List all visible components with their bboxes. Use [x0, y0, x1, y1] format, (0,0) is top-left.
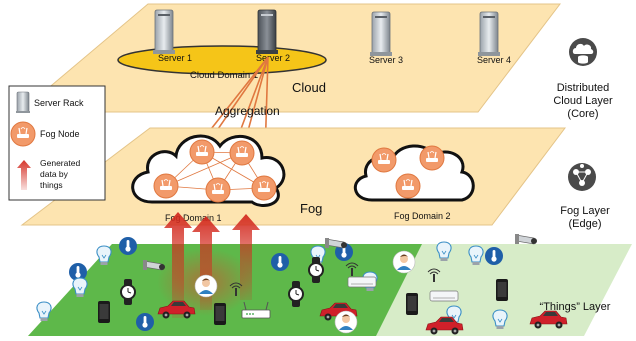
cloud-layer-label: Cloud: [292, 80, 326, 95]
fog-domain-1-label: Fog Domain 1: [165, 213, 222, 223]
person-icon: [334, 310, 358, 334]
fog-node-icon: [10, 121, 36, 147]
fog-node-icon: [419, 145, 445, 171]
fog-domain-2-label: Fog Domain 2: [394, 211, 451, 221]
red-arrow-icon: [192, 216, 220, 310]
server-rack-icon: [255, 9, 279, 55]
server-rack-icon: [16, 91, 30, 113]
air-conditioner-icon: [347, 276, 377, 288]
server-1-label: Server 1: [158, 53, 192, 63]
server-3-label: Server 3: [369, 55, 403, 65]
red-arrow-icon: [17, 160, 31, 190]
fog-network-icon: [568, 163, 596, 191]
cloud-domain-1-label: Cloud Domain 1: [190, 70, 258, 81]
fog-node-icon: [395, 173, 421, 199]
server-4-label: Server 4: [477, 55, 511, 65]
server-rack-icon: [152, 9, 176, 55]
server-rack-icon: [369, 11, 393, 57]
thermometer-icon: [136, 313, 154, 331]
smartphone-icon: [406, 293, 418, 315]
side-cloud-label-line2: Cloud Layer: [553, 95, 613, 107]
person-icon: [194, 274, 218, 298]
legend-fog-node-label: Fog Node: [40, 129, 80, 139]
server-2-label: Server 2: [256, 53, 290, 63]
side-fog-label-line2: (Edge): [568, 218, 601, 230]
legend-generated-line3: things: [40, 180, 63, 190]
smartphone-icon: [214, 303, 226, 325]
smartphone-icon: [98, 301, 110, 323]
fog-node-icon: [251, 175, 277, 201]
fog-node-icon: [371, 147, 397, 173]
fog-layer-label: Fog: [300, 201, 322, 216]
camera-icon: [514, 233, 538, 245]
legend-generated-line1: Generated: [40, 158, 80, 168]
thermometer-icon: [271, 253, 289, 271]
side-cloud-label-line3: (Core): [567, 108, 598, 120]
fog-node-icon: [205, 177, 231, 203]
side-cloud-label-line1: Distributed: [557, 82, 610, 94]
aggregation-label: Aggregation: [215, 104, 280, 118]
legend-server-rack-label: Server Rack: [34, 98, 84, 108]
person-icon: [392, 250, 416, 274]
side-things-label: “Things” Layer: [540, 301, 611, 313]
fog-node-icon: [153, 173, 179, 199]
fog-node-icon: [229, 140, 255, 166]
camera-icon: [324, 237, 348, 249]
red-arrow-icon: [232, 214, 260, 300]
cloud-database-icon: [569, 38, 597, 66]
air-conditioner-icon: [429, 290, 459, 302]
fog-node-icon: [189, 139, 215, 165]
legend-generated-line2: data by: [40, 169, 69, 179]
side-fog-label-line1: Fog Layer: [560, 205, 610, 217]
red-arrow-icon: [164, 212, 192, 318]
server-rack-icon: [477, 11, 501, 57]
thermometer-icon: [485, 247, 503, 265]
thermometer-icon: [119, 237, 137, 255]
smartphone-icon: [496, 279, 508, 301]
